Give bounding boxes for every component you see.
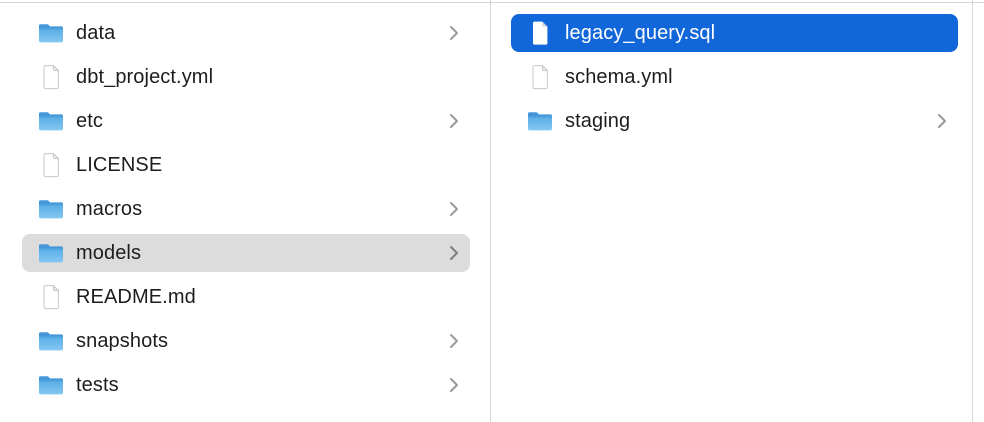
folder-icon bbox=[527, 108, 553, 134]
item-label: LICENSE bbox=[76, 153, 163, 176]
item-staging[interactable]: staging bbox=[511, 102, 958, 140]
chevron-right-icon bbox=[449, 25, 459, 41]
finder-column-next-empty bbox=[973, 0, 984, 422]
item-license[interactable]: LICENSE bbox=[22, 146, 470, 184]
item-models-selected[interactable]: models bbox=[22, 234, 470, 272]
item-etc[interactable]: etc bbox=[22, 102, 470, 140]
item-label: legacy_query.sql bbox=[565, 21, 716, 44]
toolbar-divider bbox=[0, 2, 984, 3]
chevron-right-icon bbox=[937, 113, 947, 129]
item-label: tests bbox=[76, 373, 119, 396]
folder-icon bbox=[38, 196, 64, 222]
item-label: data bbox=[76, 21, 116, 44]
finder-column-models-parent: data dbt_project.yml etc LICENSE macros … bbox=[0, 0, 491, 422]
item-label: macros bbox=[76, 197, 143, 220]
item-label: dbt_project.yml bbox=[76, 65, 214, 88]
file-icon bbox=[527, 64, 553, 90]
item-label: models bbox=[76, 241, 142, 264]
item-data[interactable]: data bbox=[22, 14, 470, 52]
item-dbt-project-yml[interactable]: dbt_project.yml bbox=[22, 58, 470, 96]
chevron-right-icon bbox=[449, 201, 459, 217]
folder-icon bbox=[38, 240, 64, 266]
file-icon bbox=[527, 20, 553, 46]
folder-icon bbox=[38, 108, 64, 134]
chevron-right-icon bbox=[449, 245, 459, 261]
chevron-right-icon bbox=[449, 377, 459, 393]
item-label: README.md bbox=[76, 285, 196, 308]
item-readme-md[interactable]: README.md bbox=[22, 278, 470, 316]
item-snapshots[interactable]: snapshots bbox=[22, 322, 470, 360]
folder-icon bbox=[38, 372, 64, 398]
item-macros[interactable]: macros bbox=[22, 190, 470, 228]
folder-icon bbox=[38, 328, 64, 354]
chevron-right-icon bbox=[449, 333, 459, 349]
chevron-right-icon bbox=[449, 113, 459, 129]
item-label: snapshots bbox=[76, 329, 169, 352]
item-legacy-query-sql-selected[interactable]: legacy_query.sql bbox=[511, 14, 958, 52]
item-label: schema.yml bbox=[565, 65, 673, 88]
item-schema-yml[interactable]: schema.yml bbox=[511, 58, 958, 96]
item-label: staging bbox=[565, 109, 631, 132]
item-label: etc bbox=[76, 109, 103, 132]
folder-icon bbox=[38, 20, 64, 46]
finder-column-models-contents: legacy_query.sql schema.yml staging bbox=[491, 0, 973, 422]
file-icon bbox=[38, 152, 64, 178]
file-icon bbox=[38, 284, 64, 310]
item-tests[interactable]: tests bbox=[22, 366, 470, 404]
file-icon bbox=[38, 64, 64, 90]
